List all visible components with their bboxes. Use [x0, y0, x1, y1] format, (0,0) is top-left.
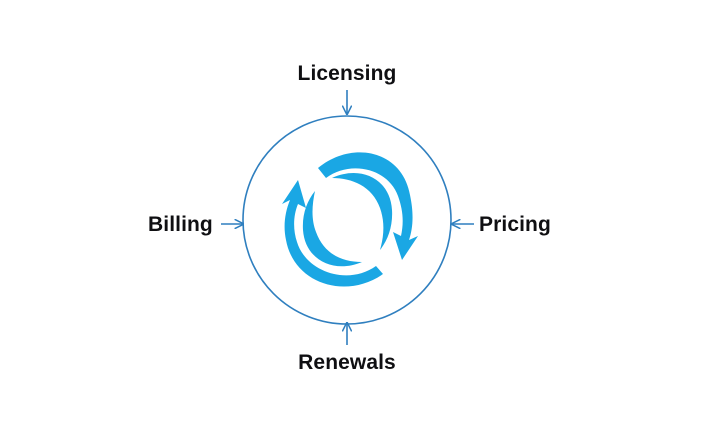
label-renewals: Renewals: [298, 351, 396, 374]
label-licensing: Licensing: [297, 62, 397, 85]
label-pricing: Pricing: [479, 213, 551, 236]
label-billing: Billing: [148, 213, 213, 236]
outer-circle: [242, 115, 452, 325]
circular-cycle-arrows-icon: [282, 152, 418, 287]
